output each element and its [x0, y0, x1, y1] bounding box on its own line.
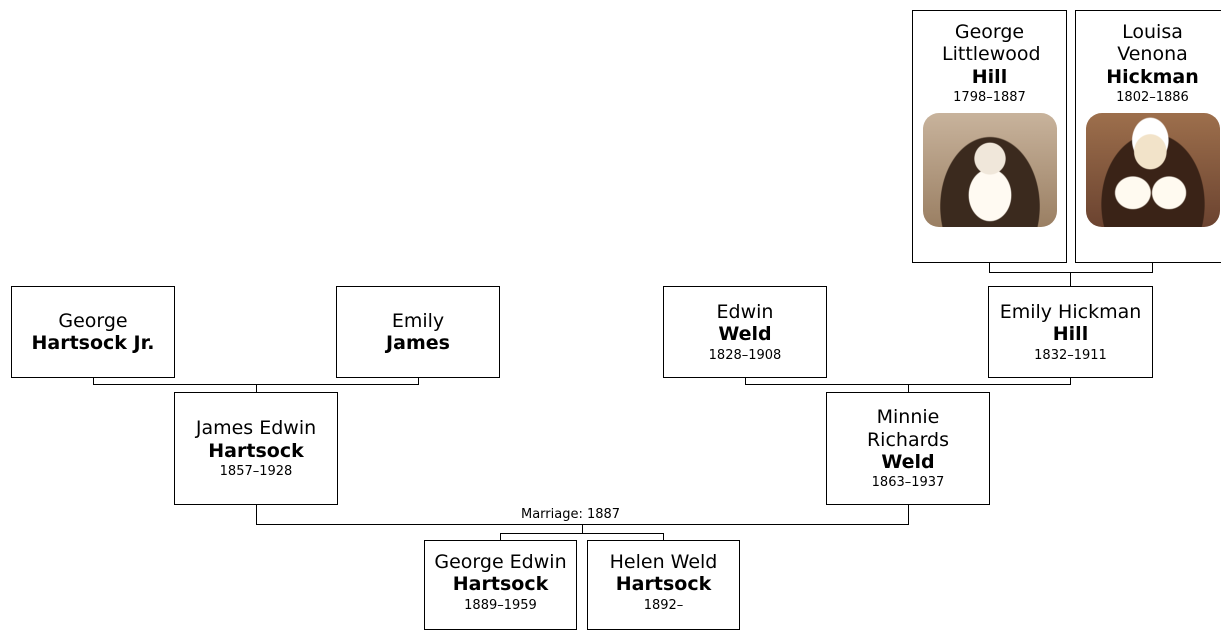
connector-line: [745, 377, 746, 384]
person-dates: 1857–1928: [219, 464, 293, 480]
person-given-names: Edwin: [716, 300, 774, 323]
portrait-photo: [922, 112, 1057, 227]
connector-line: [418, 377, 419, 384]
person-dates: 1832–1911: [1034, 347, 1107, 363]
person-surname: Hill: [1052, 323, 1089, 346]
person-given-names: George: [58, 309, 128, 332]
connector-line: [582, 524, 583, 533]
person-dates: 1828–1908: [708, 347, 782, 363]
person-surname: Hartsock: [452, 573, 549, 596]
person-given-names: Minnie Richards: [866, 406, 950, 451]
person-surname: Hartsock Jr.: [31, 332, 155, 354]
person-surname: Hartsock: [208, 439, 304, 462]
marriage-label: Marriage: 1887: [518, 507, 624, 522]
person-card-james-edwin-hartsock[interactable]: James Edwin Hartsock 1857–1928: [174, 392, 338, 505]
person-given-names: George Edwin: [434, 551, 567, 573]
person-given-names: Emily: [391, 309, 445, 332]
person-card-emily-james[interactable]: Emily James: [336, 286, 500, 378]
person-dates: 1889–1959: [464, 597, 537, 613]
person-given-names: James Edwin: [195, 417, 317, 440]
connector-line: [1070, 377, 1071, 384]
person-given-names: Louisa Venona: [1117, 21, 1188, 66]
connector-line: [1070, 272, 1071, 286]
person-card-george-hartsock-jr[interactable]: George Hartsock Jr.: [11, 286, 175, 378]
person-dates: 1802–1886: [1116, 90, 1189, 106]
person-surname: Weld: [718, 323, 772, 346]
person-card-louisa-venona-hickman[interactable]: Louisa Venona Hickman 1802–1886: [1075, 10, 1221, 263]
person-surname: Weld: [881, 451, 935, 474]
connector-line: [500, 533, 501, 541]
connector-line: [989, 262, 990, 272]
person-given-names: Emily Hickman: [999, 300, 1142, 323]
person-card-emily-hickman-hill[interactable]: Emily Hickman Hill 1832–1911: [988, 286, 1153, 378]
portrait-photo: [1085, 112, 1220, 227]
person-surname: Hickman: [1106, 65, 1199, 88]
person-card-george-littlewood-hill[interactable]: George Littlewood Hill 1798–1887: [912, 10, 1067, 263]
connector-line: [256, 504, 257, 524]
connector-line: [500, 533, 664, 534]
person-dates: 1892–: [643, 597, 684, 613]
person-card-edwin-weld[interactable]: Edwin Weld 1828–1908: [663, 286, 827, 378]
person-surname: James: [386, 332, 450, 354]
person-dates: 1798–1887: [953, 90, 1026, 106]
person-surname: Hartsock: [615, 573, 712, 596]
connector-line: [256, 384, 257, 393]
connector-line: [93, 377, 94, 384]
person-given-names: Helen Weld: [609, 551, 718, 573]
person-card-minnie-richards-weld[interactable]: Minnie Richards Weld 1863–1937: [826, 392, 990, 505]
connector-line: [663, 533, 664, 541]
person-dates: 1863–1937: [871, 475, 945, 491]
connector-line: [908, 504, 909, 524]
person-given-names: George Littlewood: [942, 21, 1041, 66]
person-card-george-edwin-hartsock[interactable]: George Edwin Hartsock 1889–1959: [424, 540, 577, 630]
person-surname: Hill: [971, 65, 1008, 88]
connector-line: [989, 272, 1153, 273]
person-card-helen-weld-hartsock[interactable]: Helen Weld Hartsock 1892–: [587, 540, 740, 630]
connector-line: [908, 384, 909, 393]
connector-line: [1152, 262, 1153, 272]
